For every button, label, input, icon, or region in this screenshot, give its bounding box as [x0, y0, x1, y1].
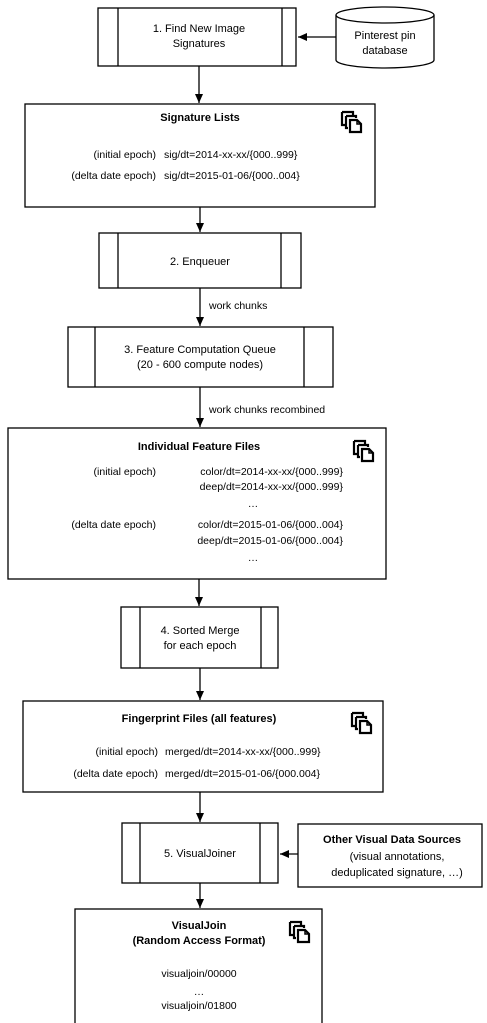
- process4-label-line1: 4. Sorted Merge: [161, 625, 240, 637]
- other-visual-data-sources-box: Other Visual Data Sources (visual annota…: [297, 823, 483, 888]
- edge-label-work-chunks-recombined: work chunks recombined: [208, 404, 325, 416]
- feature-path-initial-color: color/dt=2014-xx-xx/{000..999}: [200, 466, 343, 478]
- process-enqueuer: 2. Enqueuer: [98, 232, 302, 289]
- signature-lists-box: Signature Lists (initial epoch) sig/dt=2…: [24, 103, 376, 208]
- fingerprint-path-initial: merged/dt=2014-xx-xx/{000..999}: [165, 746, 321, 758]
- process-find-new-image-signatures: 1. Find New Image Signatures: [97, 7, 297, 67]
- database-label-line2: database: [362, 45, 407, 57]
- process-feature-computation-queue: 3. Feature Computation Queue (20 - 600 c…: [67, 326, 334, 388]
- process5-label: 5. VisualJoiner: [164, 848, 236, 860]
- process3-label-line1: 3. Feature Computation Queue: [124, 344, 276, 356]
- database-label-line1: Pinterest pin: [354, 30, 415, 42]
- edge-label-work-chunks: work chunks: [208, 300, 267, 312]
- process2-label: 2. Enqueuer: [170, 256, 230, 268]
- visualjoin-path-last: visualjoin/01800: [161, 1000, 236, 1012]
- feature-path-delta-color: color/dt=2015-01-06/{000..004}: [198, 519, 344, 531]
- process3-label-line2: (20 - 600 compute nodes): [137, 359, 263, 371]
- visualjoin-title-line1: VisualJoin: [172, 920, 227, 932]
- feature-files-title: Individual Feature Files: [138, 441, 260, 453]
- signature-lists-title: Signature Lists: [160, 112, 239, 124]
- feature-ellipsis-2: …: [248, 552, 259, 564]
- visualjoin-title-line2: (Random Access Format): [133, 935, 266, 947]
- pinterest-pin-database: Pinterest pin database: [335, 6, 435, 69]
- individual-feature-files-box: Individual Feature Files (initial epoch)…: [7, 427, 387, 580]
- fingerprint-files-title: Fingerprint Files (all features): [122, 713, 277, 725]
- visualjoin-ellipsis: …: [194, 986, 205, 998]
- feature-epoch-initial: (initial epoch): [94, 466, 156, 478]
- feature-ellipsis-1: …: [248, 498, 259, 510]
- signature-epoch-initial: (initial epoch): [94, 149, 156, 161]
- fingerprint-files-box: Fingerprint Files (all features) (initia…: [22, 700, 384, 793]
- fingerprint-epoch-delta: (delta date epoch): [73, 768, 158, 780]
- fingerprint-path-delta: merged/dt=2015-01-06/{000.004}: [165, 768, 320, 780]
- process-sorted-merge: 4. Sorted Merge for each epoch: [120, 606, 279, 669]
- feature-path-delta-deep: deep/dt=2015-01-06/{000..004}: [197, 535, 343, 547]
- process1-label-line1: 1. Find New Image: [153, 23, 245, 35]
- visualjoin-path-first: visualjoin/00000: [161, 968, 236, 980]
- other-sources-title: Other Visual Data Sources: [323, 834, 461, 846]
- other-sources-line3: deduplicated signature, …): [331, 867, 462, 879]
- fingerprint-epoch-initial: (initial epoch): [96, 746, 158, 758]
- process1-label-line2: Signatures: [173, 38, 226, 50]
- process-visualjoiner: 5. VisualJoiner: [121, 822, 279, 884]
- feature-epoch-delta: (delta date epoch): [71, 519, 156, 531]
- process4-label-line2: for each epoch: [164, 640, 237, 652]
- signature-path-delta: sig/dt=2015-01-06/{000..004}: [164, 170, 300, 182]
- signature-path-initial: sig/dt=2014-xx-xx/{000..999}: [164, 149, 298, 161]
- feature-path-initial-deep: deep/dt=2014-xx-xx/{000..999}: [200, 481, 344, 493]
- visualjoin-box: VisualJoin (Random Access Format) visual…: [74, 908, 323, 1023]
- other-sources-line2: (visual annotations,: [350, 851, 445, 863]
- signature-epoch-delta: (delta date epoch): [71, 170, 156, 182]
